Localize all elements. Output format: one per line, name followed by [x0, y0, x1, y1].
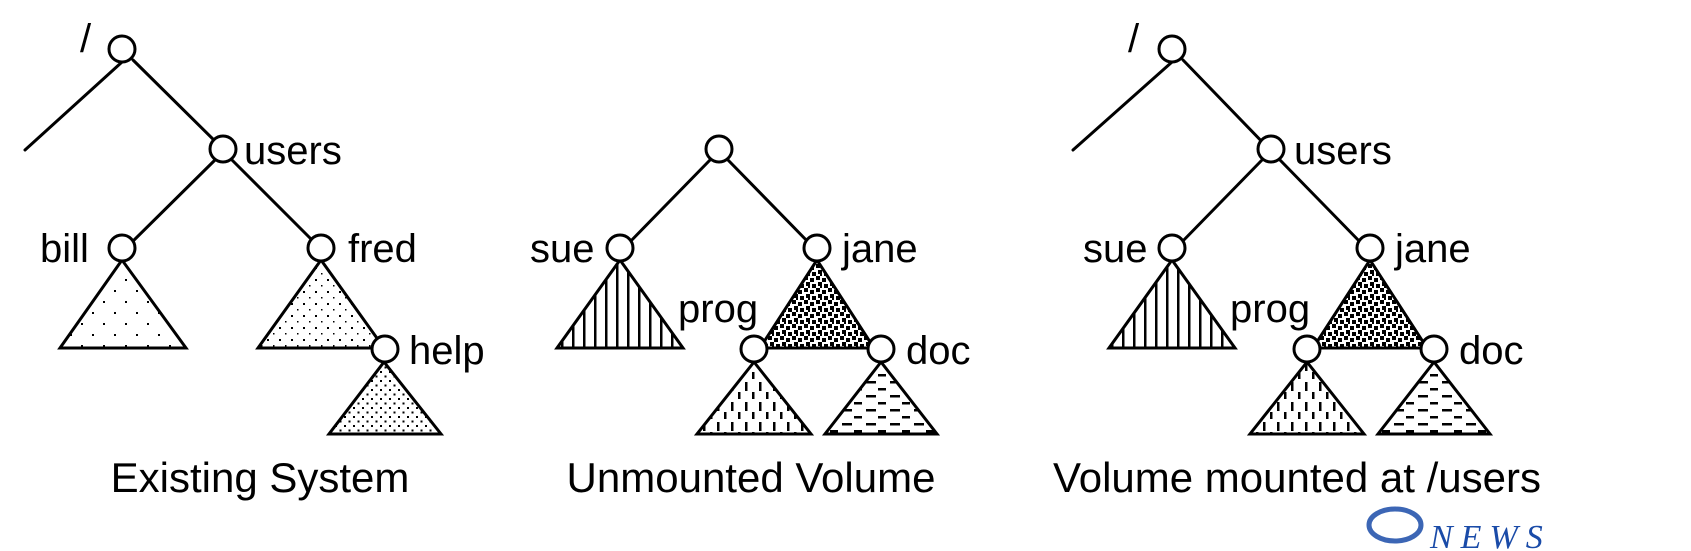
panel-existing-system: / users bill fred help Existing System	[23, 17, 485, 501]
label-bill: bill	[40, 227, 89, 271]
caption-existing-system: Existing System	[111, 454, 410, 501]
label-sue: sue	[1083, 227, 1148, 271]
node-volume-root	[704, 134, 734, 164]
subtree-doc	[1374, 359, 1494, 436]
edge-users-bill	[126, 158, 217, 248]
node-help	[370, 334, 400, 364]
node-doc	[1419, 334, 1449, 364]
subtree-jane	[757, 257, 877, 350]
node-prog	[739, 334, 769, 364]
label-help: help	[409, 329, 485, 373]
node-fred	[306, 233, 336, 263]
subtree-sue	[554, 257, 686, 350]
node-jane	[802, 233, 832, 263]
edge-root-left	[23, 60, 124, 152]
label-root: /	[1128, 17, 1140, 61]
subtree-help	[325, 359, 445, 436]
edge-root-jane	[726, 158, 814, 248]
label-fred: fred	[348, 227, 417, 271]
node-users	[1256, 134, 1286, 164]
subtree-doc	[821, 359, 941, 436]
label-root: /	[80, 17, 92, 61]
panel-unmounted-volume: sue jane prog doc Unmounted Volume	[530, 134, 971, 501]
node-doc	[866, 334, 896, 364]
edge-root-users	[1181, 58, 1272, 152]
subtree-prog	[1246, 359, 1368, 436]
subtree-bill	[57, 257, 189, 350]
caption-volume-mounted: Volume mounted at /users	[1053, 454, 1541, 501]
node-users	[208, 134, 238, 164]
subtree-prog	[693, 359, 815, 436]
label-jane: jane	[841, 227, 918, 271]
node-sue	[1157, 233, 1187, 263]
node-bill	[107, 233, 137, 263]
edge-users-fred	[230, 158, 320, 248]
panel-volume-mounted: / users sue jane prog doc Volume mounted…	[1053, 17, 1541, 501]
node-sue	[605, 233, 635, 263]
edge-root-left	[1071, 60, 1174, 152]
news-logo: NEWS	[1366, 506, 1551, 551]
subtree-jane	[1310, 257, 1430, 350]
node-root	[1157, 34, 1187, 64]
label-doc: doc	[906, 329, 971, 373]
edge-users-sue	[1176, 158, 1264, 248]
logo-text: NEWS	[1429, 519, 1551, 551]
node-root	[107, 34, 137, 64]
edge-root-sue	[624, 158, 712, 248]
caption-unmounted-volume: Unmounted Volume	[567, 454, 936, 501]
subtree-fred	[255, 257, 387, 350]
label-users: users	[1294, 129, 1392, 173]
label-doc: doc	[1459, 329, 1524, 373]
node-prog	[1292, 334, 1322, 364]
edge-root-users	[131, 58, 226, 152]
label-prog: prog	[1230, 287, 1310, 331]
edge-users-jane	[1278, 158, 1366, 248]
label-users: users	[244, 129, 342, 173]
label-sue: sue	[530, 227, 595, 271]
label-jane: jane	[1394, 227, 1471, 271]
subtree-sue	[1106, 257, 1238, 350]
label-prog: prog	[678, 287, 758, 331]
logo-swirl-icon	[1366, 506, 1424, 544]
node-jane	[1355, 233, 1385, 263]
